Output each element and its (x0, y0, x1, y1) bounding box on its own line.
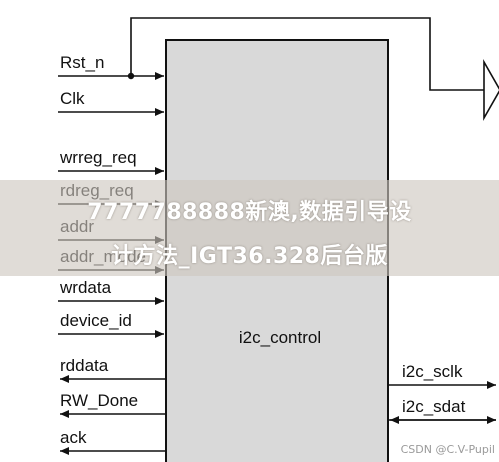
overlay-text-line2: 计方法_IGT36.328后台版 (111, 244, 388, 269)
label-ack: ack (60, 428, 87, 447)
buffer-triangle (483, 58, 499, 122)
label-wrreg-req: wrreg_req (59, 148, 137, 167)
label-i2c-sdat: i2c_sdat (402, 397, 466, 416)
overlay-banner (0, 180, 499, 276)
label-device-id: device_id (60, 311, 132, 330)
left-output-wires (60, 375, 166, 455)
watermark-text: CSDN @C.V-Pupil (400, 443, 495, 456)
label-wrdata: wrdata (59, 278, 112, 297)
label-clk: Clk (60, 89, 85, 108)
label-rw-done: RW_Done (60, 391, 138, 410)
label-rst-n: Rst_n (60, 53, 104, 72)
label-i2c-sclk: i2c_sclk (402, 362, 463, 381)
block-label: i2c_control (239, 328, 321, 347)
right-output-wires (388, 381, 496, 424)
label-rddata: rddata (60, 356, 109, 375)
rst-n-feedback-wire (130, 17, 484, 91)
overlay-text-line1: 7777788888新澳,数据引导设 (87, 200, 412, 225)
